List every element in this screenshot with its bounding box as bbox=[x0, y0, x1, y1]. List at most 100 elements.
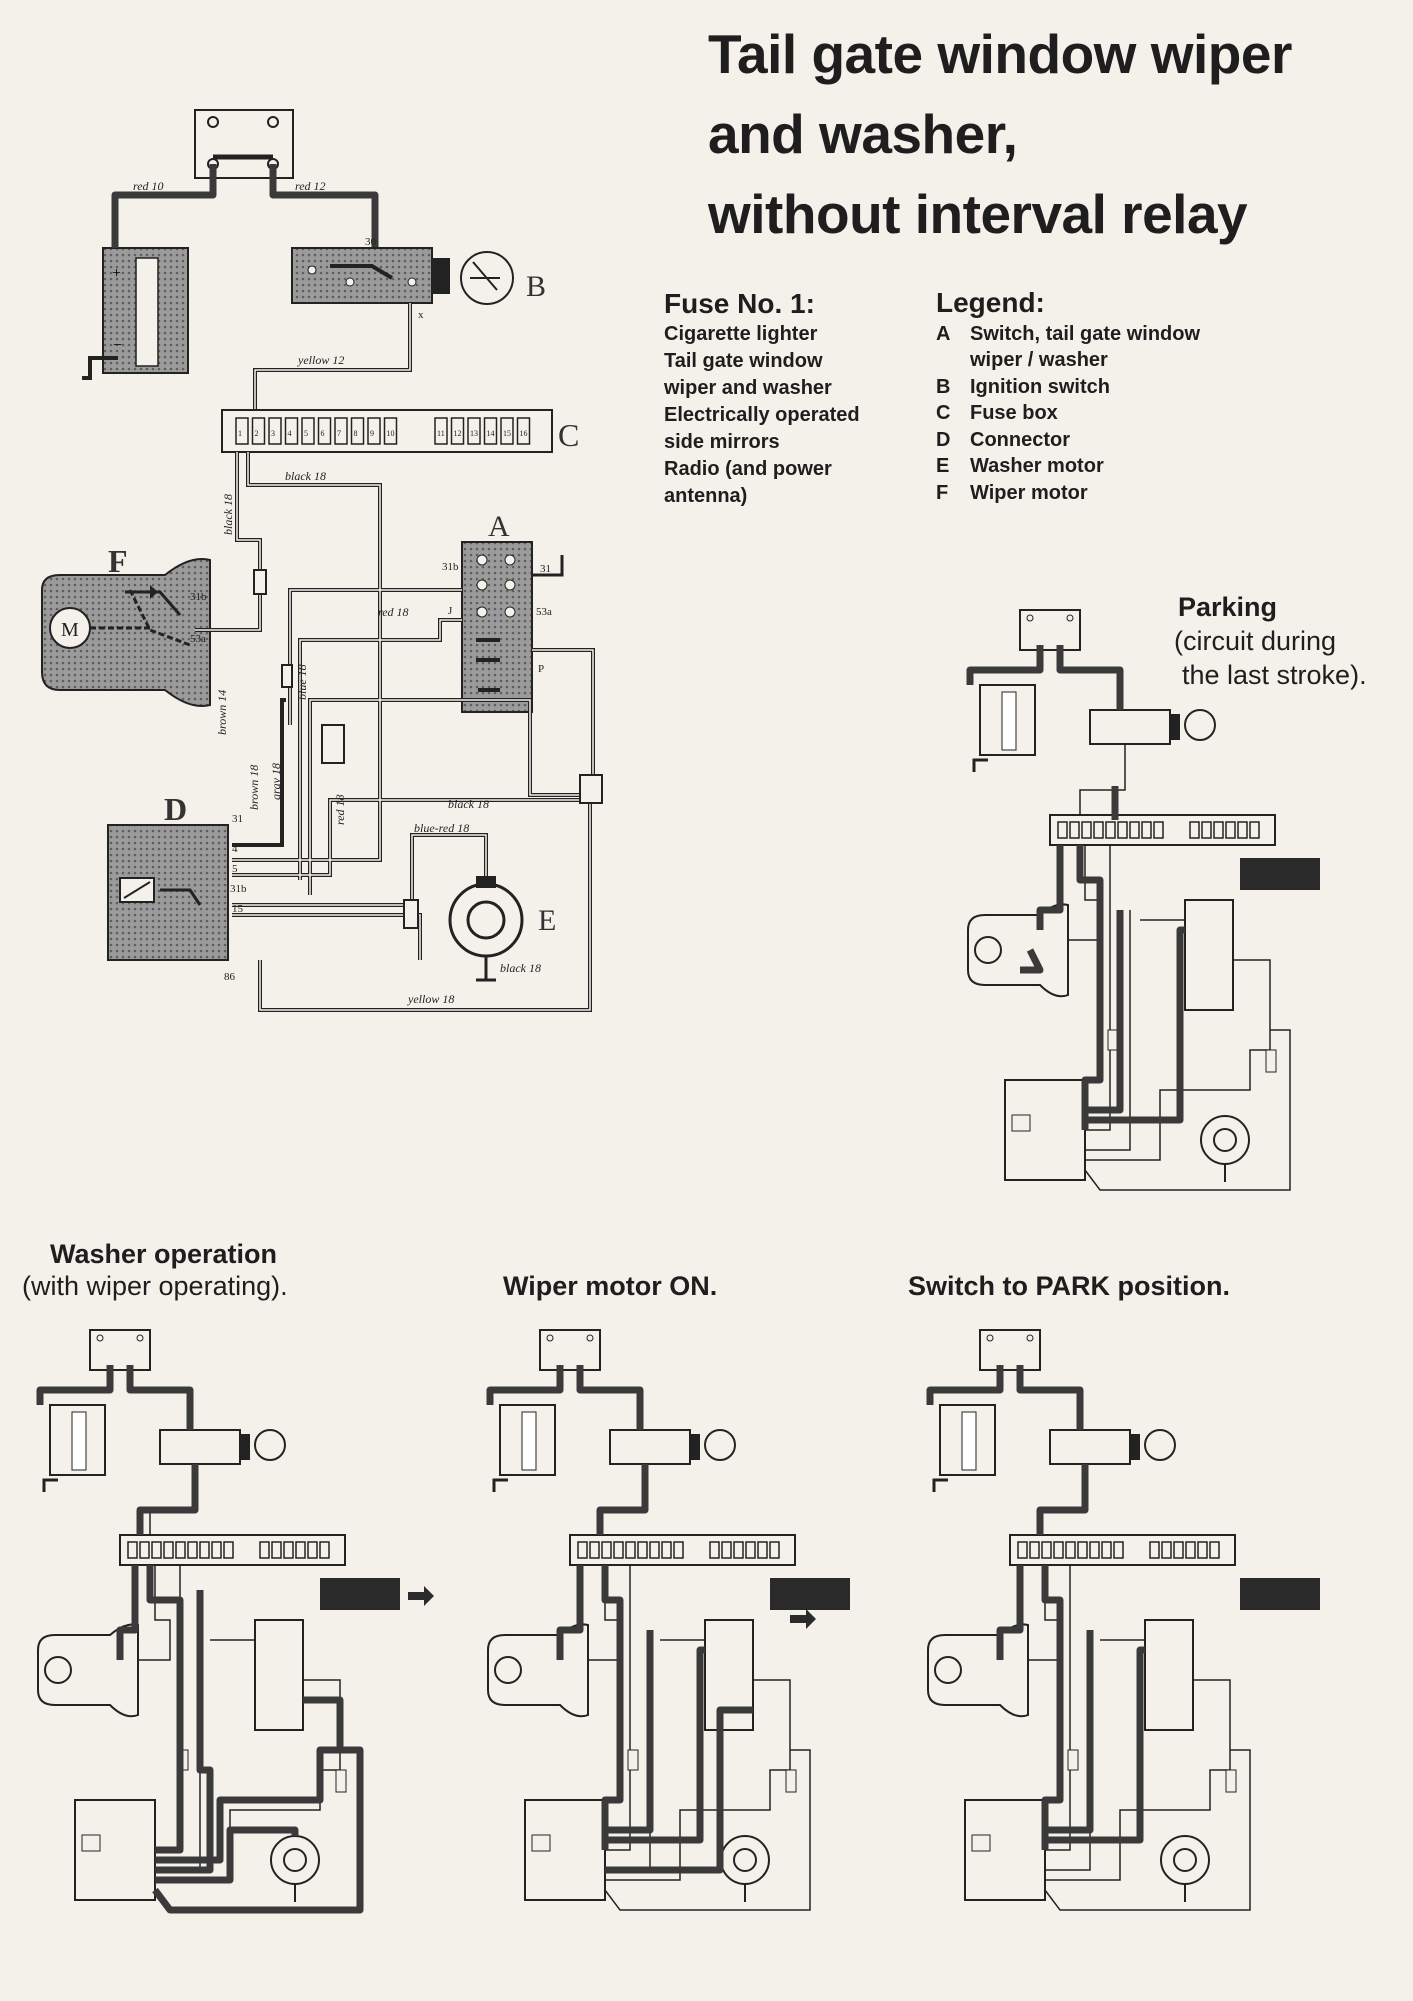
wire-label: brown 18 bbox=[247, 765, 261, 810]
parking-caption: Parking (circuit during the last stroke)… bbox=[1174, 590, 1367, 692]
legend-key: B bbox=[936, 375, 951, 398]
fuse-slot bbox=[284, 417, 299, 445]
fuse-slot bbox=[483, 417, 498, 445]
pin-label: 15 bbox=[232, 903, 244, 915]
fuse-slot bbox=[317, 417, 332, 445]
main-diagram: + − bbox=[41, 109, 603, 1012]
pin-label: 53a bbox=[190, 633, 206, 645]
wire-label: red 12 bbox=[295, 179, 326, 193]
wire-label: black 18 bbox=[500, 961, 541, 975]
fuse-number: 9 bbox=[370, 429, 374, 438]
title-line: without interval relay bbox=[708, 183, 1248, 245]
wire-label: yellow 18 bbox=[407, 992, 454, 1006]
wire-label: red 10 bbox=[133, 179, 164, 193]
fuse-item: Cigarette lighter bbox=[664, 323, 818, 345]
connector bbox=[107, 824, 229, 961]
legend-key: F bbox=[936, 481, 949, 504]
fuse-number: 14 bbox=[487, 429, 495, 438]
label-m: M bbox=[61, 619, 79, 641]
wire-label: red 18 bbox=[333, 794, 347, 825]
wire-label: brown 14 bbox=[215, 690, 229, 735]
park-switch-caption: Switch to PARK position. bbox=[908, 1271, 1230, 1301]
fuse-number: 16 bbox=[520, 429, 528, 438]
washer-title: Washer operation bbox=[50, 1239, 278, 1269]
legend-item: F Wiper motor bbox=[936, 480, 1200, 507]
ignition-switch bbox=[291, 247, 514, 305]
pin-label: 5 bbox=[232, 863, 238, 875]
legend-item: D Connector bbox=[936, 427, 1200, 454]
fuse-heading: Fuse No. 1: bbox=[664, 288, 815, 319]
label-c: C bbox=[558, 417, 579, 453]
washer-operation-diagram bbox=[36, 1328, 434, 1914]
wiper-on-diagram bbox=[486, 1328, 850, 1912]
wire-label: black 18 bbox=[221, 494, 235, 535]
svg-text:+: + bbox=[112, 265, 121, 282]
legend-text: wiper / washer bbox=[970, 349, 1108, 371]
tailgate-switch bbox=[461, 541, 564, 713]
fuse-slot bbox=[301, 417, 315, 445]
wire-label: black 18 bbox=[448, 797, 489, 811]
wire-label: yellow 12 bbox=[297, 353, 344, 367]
battery: + − bbox=[82, 247, 189, 380]
svg-text:−: − bbox=[113, 337, 122, 354]
fuse-info: Fuse No. 1: Cigarette lighter Tail gate … bbox=[664, 290, 860, 510]
legend-text: Connector bbox=[970, 428, 1070, 451]
pin-label: 53a bbox=[536, 606, 552, 618]
pin-label: 31 bbox=[232, 813, 243, 825]
label-f: F bbox=[108, 543, 128, 579]
fuse-slot bbox=[235, 417, 249, 445]
fuse-number: 4 bbox=[288, 429, 292, 438]
wire-label: red 18 bbox=[378, 605, 409, 619]
label-e: E bbox=[538, 904, 556, 937]
fuse-item: Radio (and power bbox=[664, 458, 832, 480]
parking-subtitle: the last stroke). bbox=[1182, 660, 1367, 690]
fuse-slot bbox=[268, 417, 282, 445]
pin-label: 31b bbox=[230, 883, 247, 895]
fuse-number: 10 bbox=[387, 429, 395, 438]
pin-label: 4 bbox=[232, 843, 238, 855]
pin-label: J bbox=[448, 605, 453, 617]
fuse-slot bbox=[516, 417, 531, 445]
wire-label: black 18 bbox=[285, 469, 326, 483]
legend-text: Washer motor bbox=[970, 455, 1104, 477]
pin-label: 31b bbox=[442, 561, 459, 573]
legend-key: D bbox=[936, 428, 951, 451]
wire-label: gray 18 bbox=[269, 763, 283, 800]
pin-label: P bbox=[538, 663, 544, 675]
washer-caption: Washer operation (with wiper operating). bbox=[22, 1238, 288, 1302]
fuse-number: 5 bbox=[304, 429, 308, 438]
fuse-number: 12 bbox=[454, 429, 462, 438]
fuse-number: 2 bbox=[255, 429, 259, 438]
fuse-item: antenna) bbox=[664, 485, 748, 507]
fuse-slot bbox=[450, 417, 465, 445]
park-switch-diagram bbox=[926, 1328, 1320, 1912]
parking-subtitle: (circuit during bbox=[1174, 626, 1337, 656]
wire-label: blue 18 bbox=[295, 664, 309, 700]
fuse-number: 8 bbox=[354, 429, 358, 438]
washer-subtitle: (with wiper operating). bbox=[22, 1271, 288, 1301]
label-b: B bbox=[526, 270, 546, 303]
fuse-slot bbox=[334, 417, 348, 445]
title-line: and washer, bbox=[708, 103, 1018, 165]
fuse-number: 15 bbox=[503, 429, 511, 438]
pin-label: 86 bbox=[224, 971, 236, 983]
washer-motor bbox=[448, 876, 524, 982]
wiper-on-caption: Wiper motor ON. bbox=[503, 1271, 718, 1301]
legend-item: E Washer motor bbox=[936, 453, 1200, 480]
legend-text: Switch, tail gate window bbox=[970, 322, 1201, 345]
legend-text: Wiper motor bbox=[970, 481, 1088, 504]
fuse-slot bbox=[350, 417, 365, 445]
fuse-item: side mirrors bbox=[664, 431, 780, 453]
legend-heading: Legend: bbox=[936, 287, 1045, 318]
legend-text: Fuse box bbox=[970, 402, 1058, 424]
fuse-slot bbox=[251, 417, 266, 445]
fuse-item: Tail gate window bbox=[664, 350, 823, 372]
pin-label: 30 bbox=[365, 236, 377, 248]
legend-key: E bbox=[936, 455, 950, 477]
parking-diagram bbox=[966, 608, 1320, 1192]
wire-label: blue-red 18 bbox=[414, 821, 469, 835]
fuse-slot bbox=[467, 417, 481, 445]
